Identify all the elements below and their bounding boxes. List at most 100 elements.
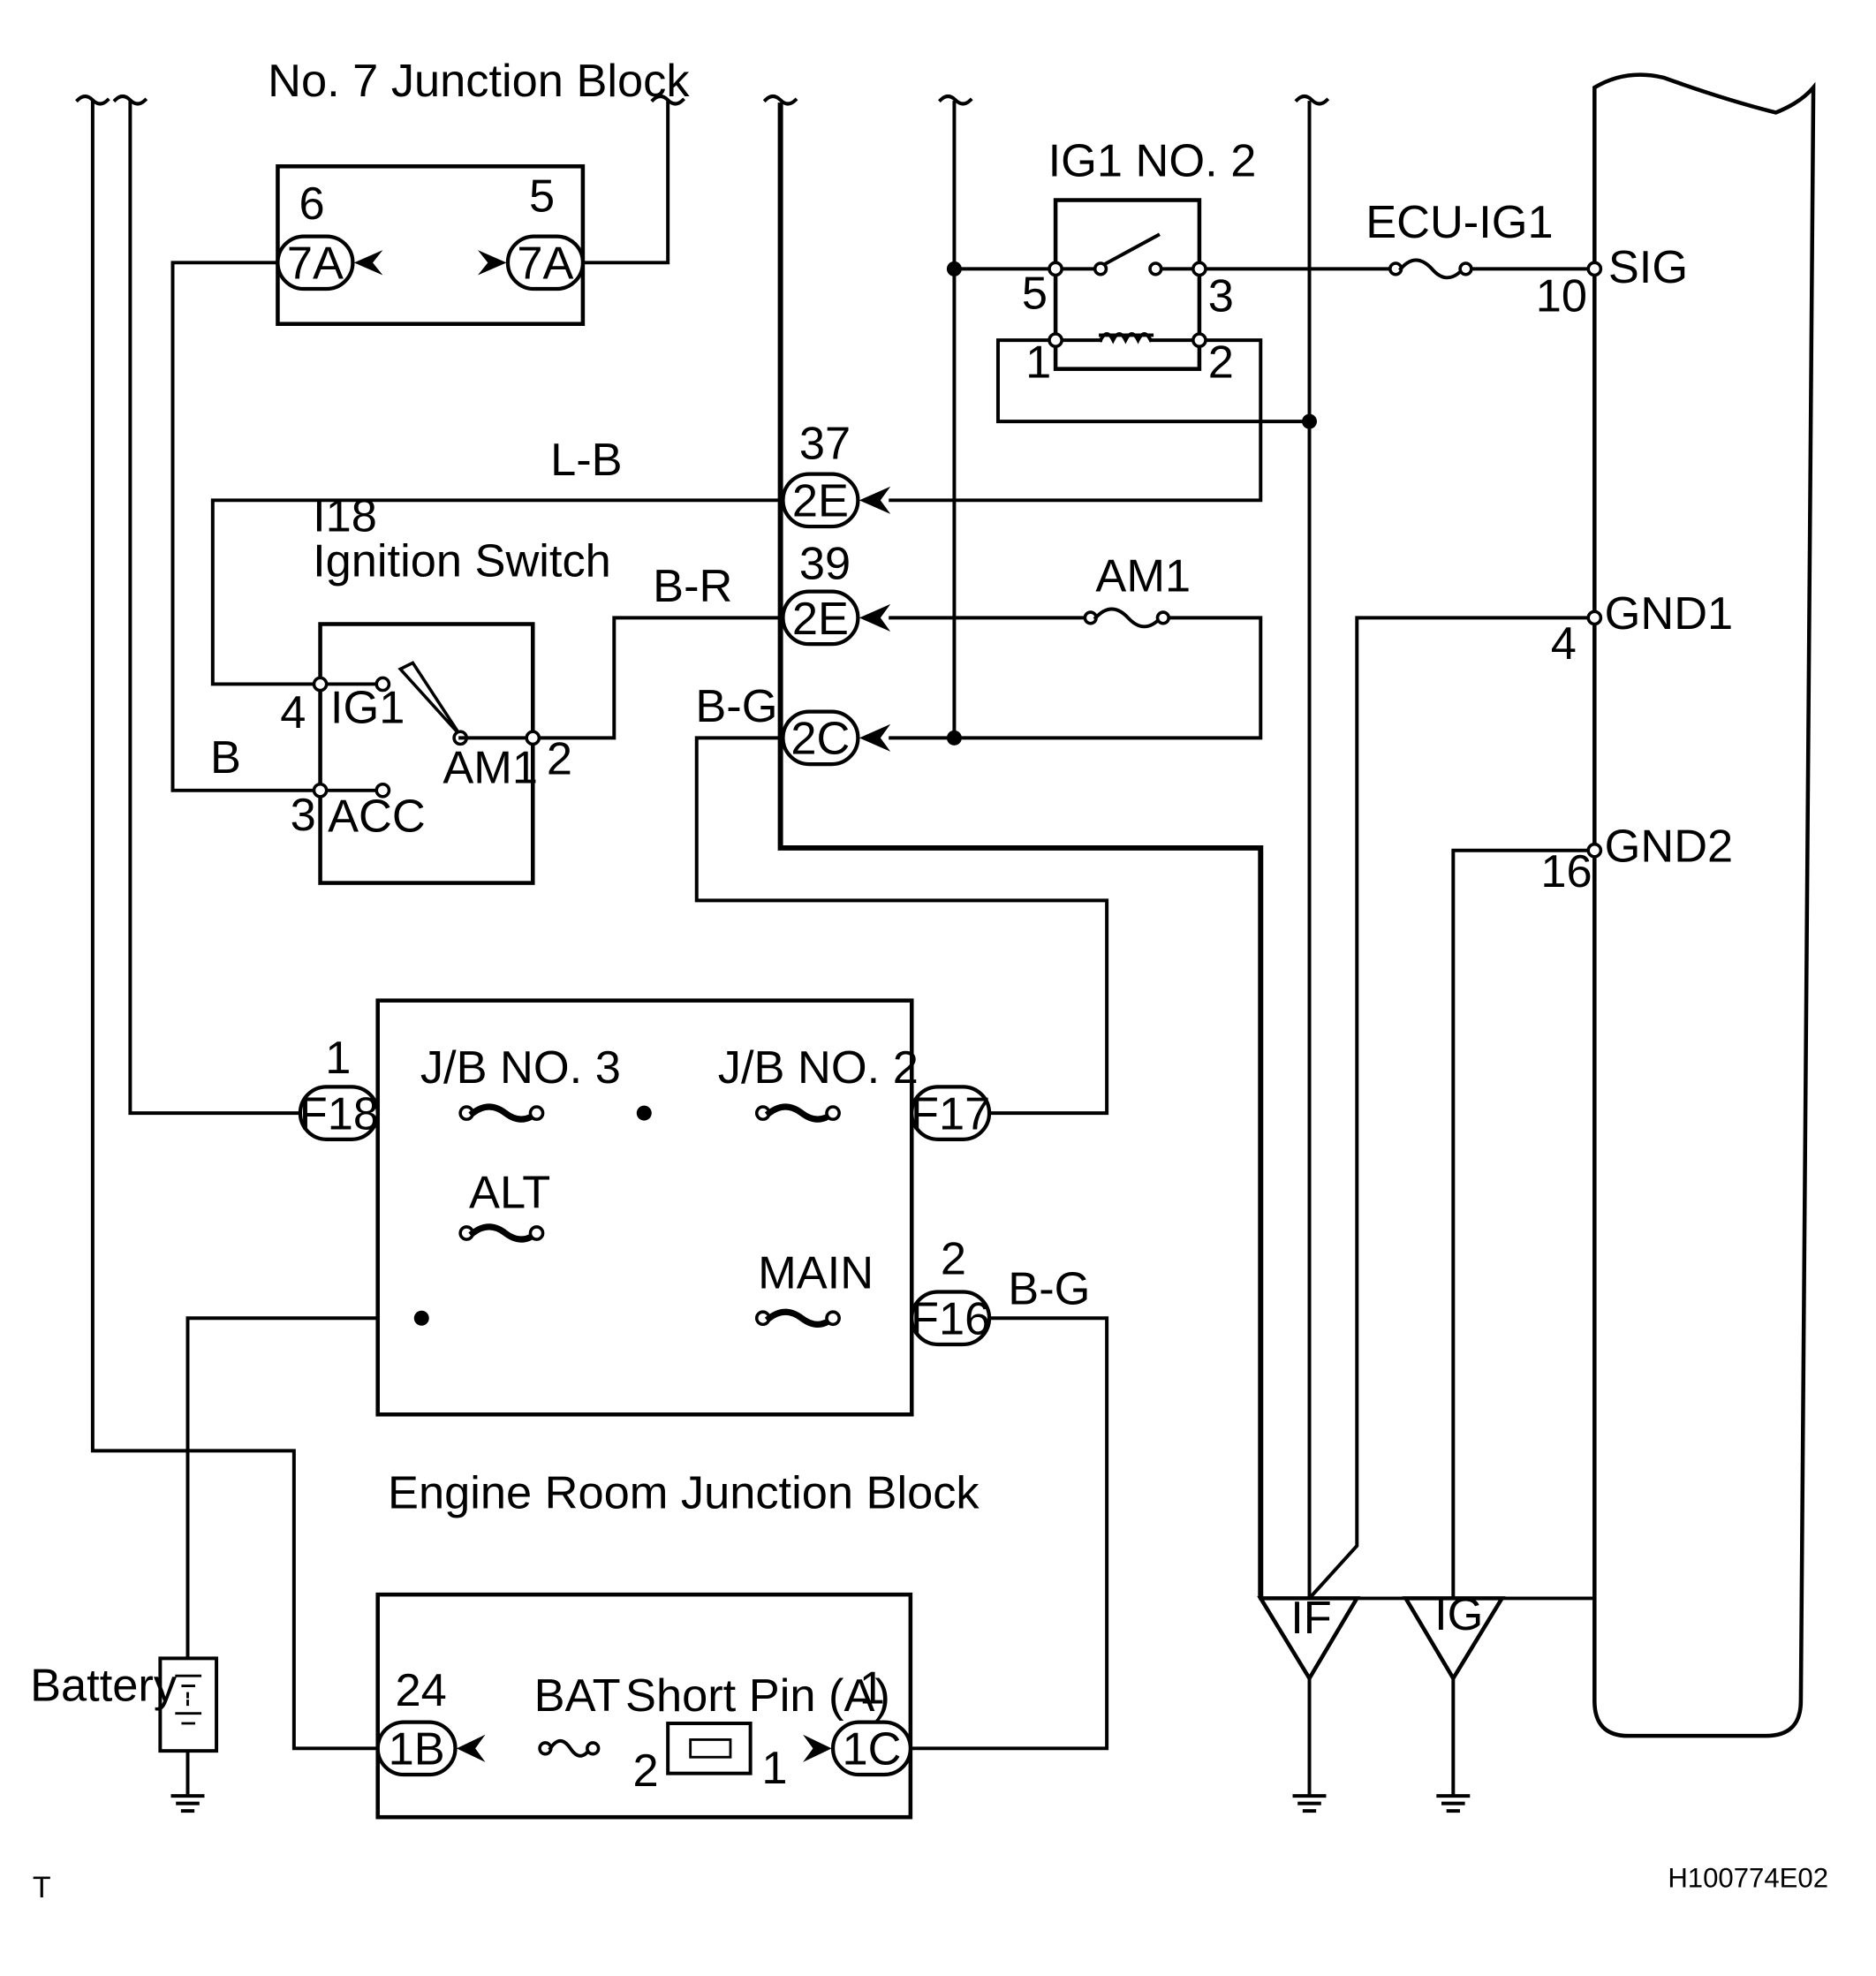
connector-arrow-icon: [803, 1734, 832, 1762]
switch-acc-pin: 3: [291, 790, 316, 841]
connector-2e-37-label: 2E: [792, 476, 849, 527]
ground-icon: [170, 1794, 205, 1813]
ignition-switch-label: Ignition Switch: [313, 536, 611, 587]
relay-pin-3: 3: [1208, 271, 1234, 322]
labels: No. 7 Junction Block Engine Room Junctio…: [30, 56, 1828, 1904]
connector-f17-label: F17: [911, 1088, 990, 1139]
connector-1c-pin: 1: [859, 1662, 885, 1714]
connector-2e-39-label: 2E: [792, 594, 849, 645]
wire-break-mark: [938, 95, 973, 106]
wire-color-b: B: [210, 732, 241, 784]
wire-harness-trunk: [777, 102, 1264, 1599]
connector-arrow-icon: [353, 250, 383, 276]
relay-pin-2: 2: [1208, 337, 1234, 389]
connector-1c: [830, 1720, 912, 1777]
ground-symbols: [158, 1596, 1506, 1813]
battery-label: Battery: [30, 1661, 178, 1712]
relay-terminal-5: [1048, 261, 1063, 277]
connector-f18: [298, 1085, 380, 1141]
no7-junction-block-label: No. 7 Junction Block: [268, 56, 690, 107]
ecu-terminal-gnd1: [1586, 609, 1603, 626]
connector-2e-37-pin: 37: [799, 419, 851, 470]
fuse-alt-icon: [468, 1223, 541, 1243]
connector-f18-pin: 1: [325, 1033, 351, 1084]
connector-2e-39-pin: 39: [799, 539, 851, 590]
fuses: [458, 258, 1473, 1775]
switch-ig1-pin: 4: [280, 687, 306, 738]
fuse-jb2-icon: [764, 1103, 838, 1123]
ground-if-label: IF: [1290, 1593, 1332, 1644]
connector-arrow-icon: [859, 603, 891, 632]
junction-dot: [946, 261, 962, 276]
relay-pin-1: 1: [1025, 337, 1051, 389]
ecu-terminal-gnd2: [1586, 842, 1603, 859]
fuse-bat-icon: [548, 1738, 594, 1758]
ground-point-if: [1257, 1596, 1361, 1683]
relay-label: IG1 NO. 2: [1048, 136, 1257, 187]
wire-break-mark: [1294, 95, 1330, 106]
fuse-alt-label: ALT: [469, 1168, 550, 1219]
connector-7a-right-pin: 5: [529, 170, 555, 222]
fuse-jb3-terminal: [528, 1105, 545, 1121]
fuse-am1-icon: [1093, 607, 1163, 629]
ecu-terminal-sig: [1586, 261, 1603, 277]
switch-contact-acc: [374, 782, 391, 799]
battery-cells-icon: [175, 1674, 202, 1725]
wire-relay-coil: [995, 338, 1312, 424]
switch-ig1-label: IG1: [330, 682, 405, 733]
connector-1b-label: 1B: [389, 1724, 445, 1775]
switch-lever-icon: [397, 661, 462, 737]
connector-f16-pin: 2: [941, 1234, 966, 1285]
connector-f17: [910, 1085, 992, 1141]
connector-1b-pin: 24: [396, 1665, 447, 1716]
engine-room-junction-block: [375, 998, 914, 1417]
connector-arrow-icon: [477, 250, 507, 276]
short-pin-icon: [689, 1738, 732, 1759]
switch-terminal-4: [312, 676, 329, 693]
connector-7a-left-pin: 6: [299, 178, 325, 230]
figure-code: H100774E02: [1668, 1862, 1828, 1893]
fuse-main-terminal: [825, 1310, 841, 1327]
wire-gnd1: [1306, 616, 1597, 1601]
wire-bg-top: [694, 736, 1109, 1116]
connector-7a-right: [505, 234, 586, 291]
relay-contact-arm: [1098, 232, 1161, 269]
switch-am1-label: AM1: [443, 742, 538, 793]
wire-color-br: B-R: [653, 561, 732, 612]
ground-ig-label: IG: [1434, 1589, 1483, 1640]
fuse-jb2-label: J/B NO. 2: [718, 1042, 919, 1094]
connector-arrow-icon: [859, 486, 891, 514]
ignition-switch-internals: [312, 661, 541, 799]
wire-color-lb: L-B: [550, 435, 623, 486]
connector-2c-label: 2C: [790, 714, 850, 765]
wire-bg-bottom: [906, 1316, 1109, 1751]
ground-icon: [1436, 1794, 1471, 1813]
junction-dot: [1302, 413, 1317, 429]
switch-contact-ig1: [374, 676, 391, 693]
relay-terminal-1: [1048, 332, 1063, 348]
ignition-switch-id: I18: [313, 491, 377, 542]
wire-gnd2: [1451, 848, 1597, 1601]
short-pin-pin-2: 2: [633, 1745, 659, 1797]
wire-color-bg-bottom: B-G: [1008, 1264, 1090, 1315]
relay-contact-terminal: [1148, 261, 1163, 276]
relay-pin-5: 5: [1022, 269, 1048, 320]
connector-7a-left: [276, 234, 355, 291]
connector-1c-label: 1C: [842, 1724, 901, 1775]
connector-f16-label: F16: [911, 1294, 990, 1345]
relay-internals: [1048, 232, 1207, 348]
junction-dot: [636, 1105, 652, 1121]
ecu-sig-pin: 10: [1536, 271, 1587, 322]
wire-break-mark: [650, 95, 685, 106]
connector-7a-right-label: 7A: [517, 238, 573, 290]
junction-dot: [413, 1310, 429, 1326]
fuse-am1-label: AM1: [1095, 551, 1191, 602]
connector-f16: [910, 1290, 992, 1347]
footer-mark: T: [33, 1871, 51, 1904]
switch-am1-pin: 2: [547, 733, 572, 784]
junction-blocks: [276, 72, 1816, 1820]
wires: [75, 95, 1597, 1796]
fuse-jb3-icon: [468, 1103, 541, 1123]
junction-dots: [413, 261, 1603, 1326]
